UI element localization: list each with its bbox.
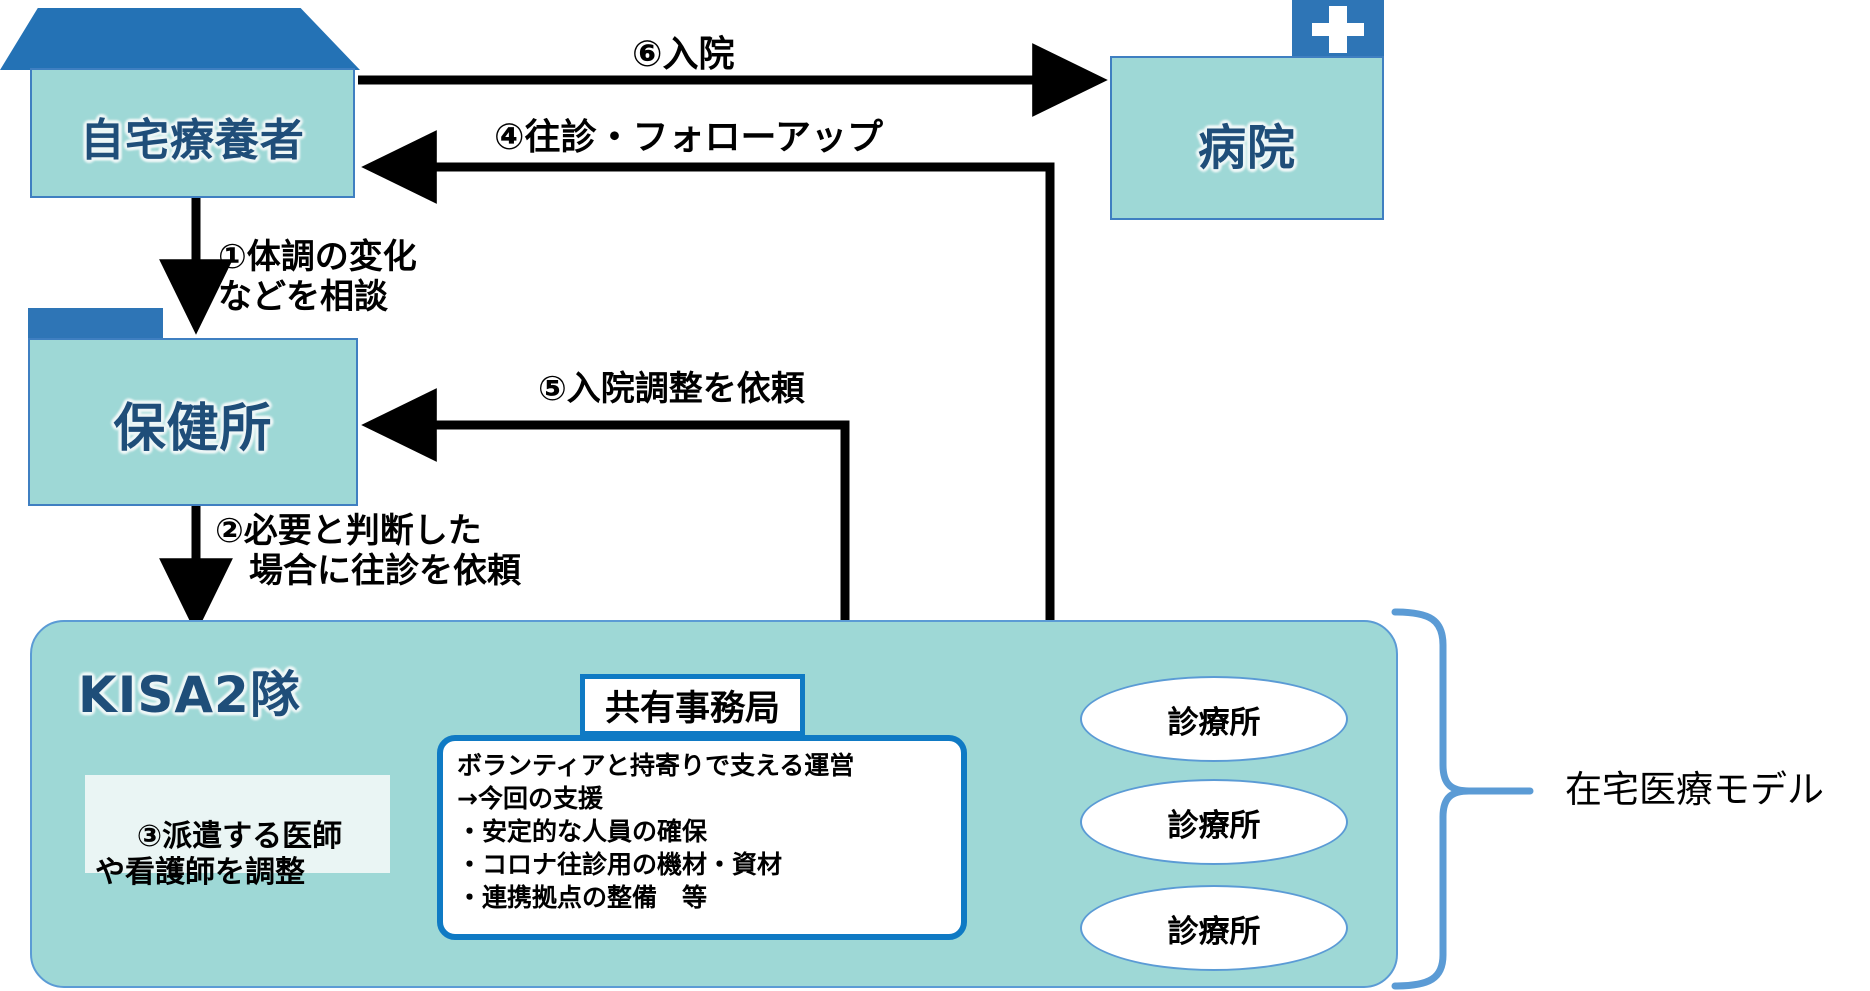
node-health-center[interactable]: 保健所	[28, 308, 358, 506]
health-center-label: 保健所	[113, 399, 273, 459]
step1-label: ①体調の変化 などを相談	[218, 237, 417, 318]
health-center-body	[28, 338, 358, 506]
node-home-patient[interactable]: 自宅療養者	[0, 8, 360, 198]
cross-vertical-bar	[1329, 6, 1347, 53]
hospital-label: 病院	[1198, 120, 1296, 176]
arrow-step4-visit-followup	[361, 130, 1055, 620]
step4-label: ④往診・フォローアップ	[494, 117, 884, 158]
secretariat-title-badge: 共有事務局	[580, 674, 805, 736]
home-care-model-label: 在宅医療モデル	[1565, 768, 1824, 811]
clinic-3[interactable]: 診療所	[1080, 885, 1348, 971]
step3-label: ③派遣する医師 や看護師を調整	[95, 819, 343, 890]
clinic-1-label: 診療所	[1167, 704, 1261, 741]
step3-dispatch-coordination-box: ③派遣する医師 や看護師を調整	[85, 775, 390, 890]
clinic-1[interactable]: 診療所	[1080, 676, 1348, 762]
kisa2-label: KISA2隊	[78, 666, 301, 724]
clinic-3-label: 診療所	[1167, 913, 1261, 950]
plus-cross-icon	[1292, 0, 1384, 58]
clinic-2[interactable]: 診療所	[1080, 779, 1348, 865]
step2-label: ②必要と判断した 場合に往診を依頼	[215, 511, 521, 592]
secretariat-box[interactable]: ボランティアと持寄りで支える運営 →今回の支援 ・安定的な人員の確保 ・コロナ往…	[437, 735, 967, 940]
house-roof-shape	[0, 8, 360, 70]
right-brace	[1391, 608, 1534, 990]
node-hospital[interactable]: 病院	[1110, 0, 1395, 220]
clinic-2-label: 診療所	[1167, 807, 1261, 844]
arrow-step5-admission-coordination	[361, 388, 850, 620]
step6-label: ⑥入院	[632, 34, 735, 75]
secretariat-body-text: ボランティアと持寄りで支える運営 →今回の支援 ・安定的な人員の確保 ・コロナ往…	[457, 751, 855, 912]
home-patient-label: 自宅療養者	[80, 115, 305, 166]
home-patient-body	[30, 68, 355, 198]
step5-label: ⑤入院調整を依頼	[538, 369, 805, 409]
folder-tab-shape	[28, 308, 163, 340]
hospital-body	[1110, 56, 1384, 220]
secretariat-title: 共有事務局	[604, 688, 780, 729]
